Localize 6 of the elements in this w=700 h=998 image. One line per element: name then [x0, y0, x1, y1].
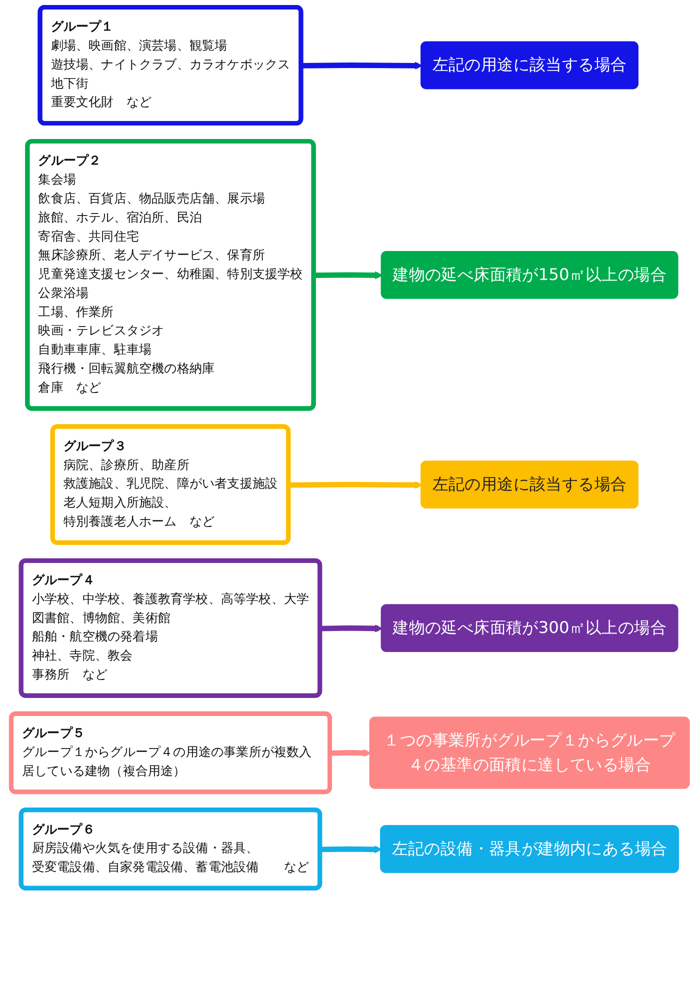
arrow: [330, 749, 372, 757]
arrow: [320, 624, 383, 632]
arrow: [288, 481, 422, 489]
arrow: [301, 62, 422, 70]
arrow: [314, 271, 383, 280]
arrow: [320, 845, 382, 854]
